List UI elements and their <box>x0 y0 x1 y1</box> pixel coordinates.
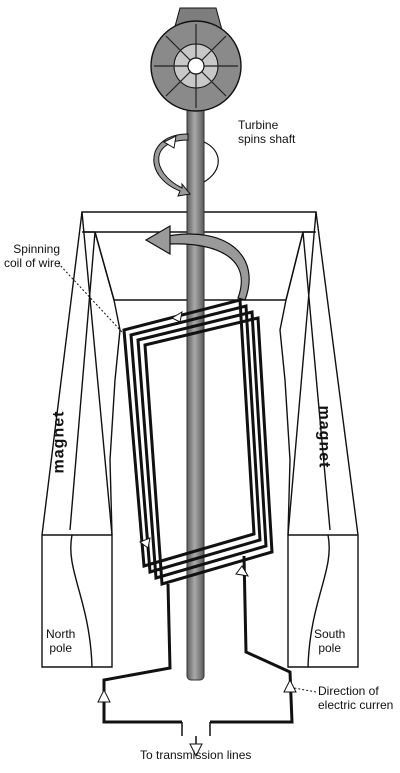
south-label-line1: South <box>314 627 346 641</box>
turbine-label-line1: Turbine <box>238 118 279 132</box>
turbine-icon <box>150 7 242 112</box>
south-pole-label: South pole <box>314 627 345 655</box>
north-label-line2: pole <box>49 641 73 655</box>
current-label-line2: electric curren <box>318 698 394 712</box>
transmission-leads <box>181 722 211 744</box>
magnet-left-label: magnet <box>50 410 68 474</box>
coil-label-line2: coil of wire <box>4 256 61 270</box>
turbine-label-line2: spins shaft <box>238 132 296 146</box>
north-label-line1: North <box>46 627 76 641</box>
turbine-label: Turbine spins shaft <box>238 118 295 146</box>
coil-label: Spinning coil of wire <box>4 242 61 270</box>
coil-label-line1: Spinning <box>13 242 60 256</box>
south-label-line2: pole <box>318 641 342 655</box>
shaft <box>186 59 205 681</box>
north-pole-label: North pole <box>46 627 75 655</box>
current-direction-label: Direction of electric curren <box>318 684 393 712</box>
shaft-rotation-arrow-icon <box>153 133 219 197</box>
current-label-line1: Direction of <box>318 684 379 698</box>
magnet-frame <box>41 211 359 668</box>
coil-rotation-arrow-icon <box>144 224 250 301</box>
coil-of-wire <box>102 298 294 724</box>
magnet-right-label: magnet <box>315 405 333 469</box>
transmission-label: To transmission lines <box>140 748 252 762</box>
